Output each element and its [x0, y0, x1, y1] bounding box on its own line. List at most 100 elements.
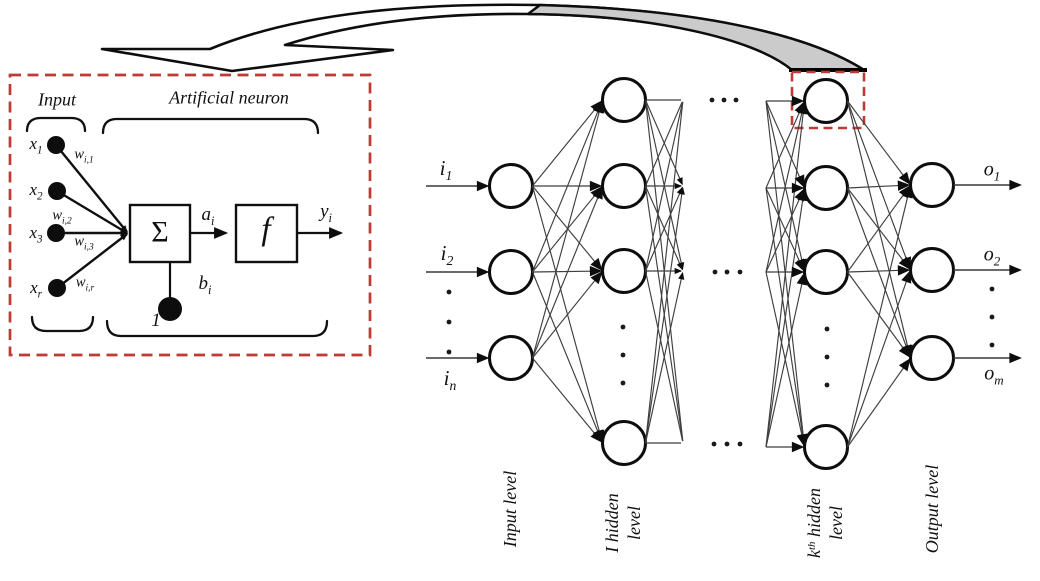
hidden1-ellipsis-dot: [620, 352, 626, 358]
callout-arrow-shade: [526, 3, 866, 72]
hidden-layers-ellipsis-dot: [724, 269, 730, 275]
brace-input-top: [25, 116, 87, 133]
sum-output-label: ai: [201, 204, 215, 228]
edge-line: [765, 101, 805, 189]
neuron-output-label: yi: [320, 201, 332, 225]
edge-line: [847, 358, 911, 448]
weight-wi1-label: wi,1: [74, 146, 94, 166]
edge-line: [532, 100, 603, 187]
input-dot-2: [48, 182, 66, 200]
hidden-layers-ellipsis-dot: [709, 97, 715, 103]
inp-neuron-3: [488, 335, 534, 381]
edge-line: [765, 100, 805, 188]
output-signal-label-2: o2: [983, 243, 1001, 269]
hidden1-ellipsis-dot: [620, 324, 626, 330]
input-xr-label: xr: [30, 278, 42, 301]
hk-neuron-4: [803, 424, 849, 470]
hidden-layers-ellipsis-dot: [721, 97, 727, 103]
edge-line: [644, 99, 683, 186]
brace-neuron-bottom: [105, 319, 329, 338]
edge-line: [531, 186, 603, 359]
output-signal-label-1: o1: [983, 158, 1001, 184]
bias-dot: [158, 297, 182, 321]
input-dot-r: [48, 279, 66, 297]
input-x1-label: x1: [29, 134, 43, 157]
level-label-input: Input level: [500, 470, 521, 548]
edge-line: [847, 271, 911, 358]
output-ellipsis-dot: [989, 342, 995, 348]
weight-line-r: [56, 233, 128, 289]
edge-line: [644, 101, 684, 272]
inset-dashed-box: [8, 73, 372, 357]
weight-line-1: [55, 144, 128, 233]
edge-line: [531, 100, 603, 273]
edge-line: [532, 357, 603, 443]
edge-line: [847, 100, 911, 185]
edge-line: [531, 271, 603, 443]
edge-line: [644, 186, 685, 444]
edge-line: [765, 188, 805, 273]
edge-line: [644, 185, 683, 271]
output-ellipsis-dot: [989, 286, 995, 292]
hk-neuron-2: [803, 165, 849, 211]
hidden-layers-ellipsis-dot: [724, 441, 730, 447]
edge-line: [847, 185, 911, 273]
h1-neuron-3: [601, 248, 647, 294]
artificial-neuron-label: Artificial neuron: [169, 87, 289, 108]
hiddenk-ellipsis-dot: [824, 354, 830, 360]
edge-line: [644, 186, 683, 272]
h1-neuron-4: [601, 420, 647, 466]
hiddenk-ellipsis-dot: [824, 382, 830, 388]
hidden-layers-ellipsis-dot: [737, 441, 743, 447]
sum-box: [128, 203, 192, 264]
activation-symbol: f: [261, 211, 271, 248]
input-ellipsis-dot: [446, 319, 452, 325]
edge-line: [765, 100, 809, 447]
weight-wi2-label: wi,2: [52, 207, 72, 227]
edge-line: [846, 187, 912, 358]
edge-line: [847, 180, 911, 191]
out-neuron-2: [909, 247, 955, 293]
edge-line: [532, 265, 603, 277]
edge-line: [532, 271, 603, 359]
output-ellipsis-dot: [989, 314, 995, 320]
edge-line: [846, 100, 912, 270]
edge-line: [531, 185, 605, 443]
bias-input-value: 1: [151, 310, 161, 332]
input-ellipsis-dot: [446, 349, 452, 355]
edge-line: [644, 101, 684, 444]
weight-wir-label: wi,r: [75, 274, 95, 294]
out-neuron-1: [909, 162, 955, 208]
hidden-layers-ellipsis-dot: [737, 269, 743, 275]
input-x2-label: x2: [29, 180, 43, 203]
weight-line-2: [56, 189, 128, 235]
neuron-highlight-dashed-box: [790, 70, 866, 130]
edge-line: [846, 185, 913, 448]
edge-line: [765, 100, 807, 272]
input-signal-label-1: i1: [439, 155, 453, 184]
edge-line: [765, 187, 805, 272]
h1-neuron-1: [601, 77, 647, 123]
input-group-label: Input: [38, 89, 76, 110]
hidden1-ellipsis-dot: [620, 380, 626, 386]
edge-line: [847, 265, 911, 276]
level-label-output: Output level: [922, 464, 943, 554]
hk-neuron-3: [803, 249, 849, 295]
edge-line: [531, 100, 605, 359]
h1-neuron-2: [601, 163, 647, 209]
hk-neuron-1: [803, 78, 849, 124]
hidden-layers-ellipsis-dot: [711, 441, 717, 447]
weight-wi3-label: wi,3: [74, 233, 94, 253]
input-dot-1: [47, 136, 65, 154]
edge-line: [532, 185, 603, 271]
brace-input-bottom: [30, 315, 95, 333]
inp-neuron-2: [488, 249, 534, 295]
input-dot-3: [47, 224, 65, 242]
hidden-layers-ellipsis-dot: [712, 269, 718, 275]
input-x3-label: x3: [29, 223, 43, 246]
edge-line: [846, 270, 912, 448]
